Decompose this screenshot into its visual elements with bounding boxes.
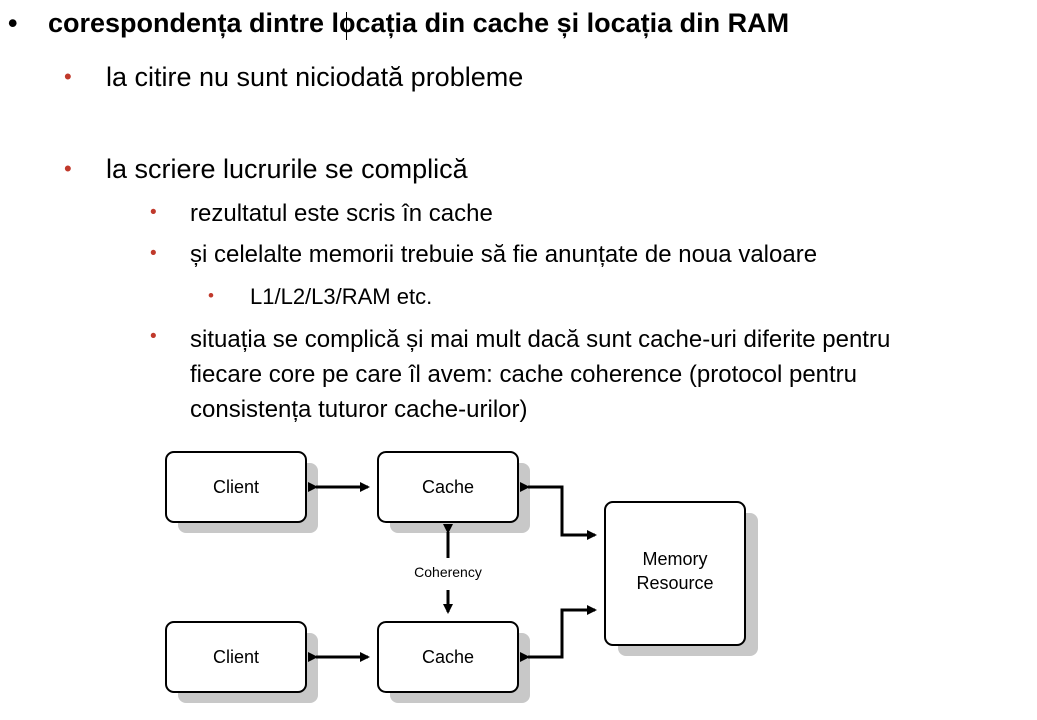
client-bottom-label: Client (213, 647, 259, 667)
bullet-dot: • (208, 286, 214, 305)
bullet-write-text: la scriere lucrurile se complică (106, 154, 468, 184)
situation-line-2: fiecare core pe care îl avem: cache cohe… (190, 361, 858, 388)
bullet-situation-marker: • (150, 324, 180, 354)
bullet-levels: • L1/L2/L3/RAM etc. (208, 284, 608, 312)
memory-label-line2: Resource (636, 573, 713, 593)
client-top-box: Client (165, 451, 307, 523)
bullet-dot: • (64, 64, 72, 89)
bullet-levels-text: L1/L2/L3/RAM etc. (250, 284, 433, 309)
bullet-notify: • și celelalte memorii trebuie să fie an… (150, 241, 1020, 271)
cache-bottom-memory-arrow (520, 605, 597, 662)
bullet-situation-text: situația se complică și mai mult dacă su… (190, 322, 890, 427)
situation-line-1: situația se complică și mai mult dacă su… (190, 326, 891, 353)
cache-bottom-label: Cache (422, 647, 474, 667)
client-top-label: Client (213, 477, 259, 497)
memory-label-line1: Memory (642, 549, 707, 569)
bullet-notify-text: și celelalte memorii trebuie să fie anun… (190, 241, 818, 268)
main-bullet: • corespondența dintre locația din cache… (8, 8, 1008, 42)
bullet-dot: • (150, 202, 157, 223)
bullet-dot: • (8, 8, 18, 38)
bullet-dot: • (150, 326, 157, 347)
main-bullet-text: corespondența dintre locația din cache ș… (48, 8, 790, 38)
coherency-label: Coherency (414, 564, 482, 580)
client-bottom-box: Client (165, 621, 307, 693)
bullet-read-text: la citire nu sunt niciodată probleme (106, 62, 524, 92)
cache-top-label: Cache (422, 477, 474, 497)
cache-bottom-box: Cache (377, 621, 519, 693)
bullet-dot: • (150, 243, 157, 264)
bullet-read: • la citire nu sunt niciodată probleme (64, 62, 964, 94)
bullet-result: • rezultatul este scris în cache (150, 200, 950, 230)
memory-resource-box: Memory Resource (604, 501, 746, 646)
cache-coherence-diagram: Client Cache Memory Resource Client Cach… (165, 451, 758, 703)
bullet-dot: • (64, 156, 72, 181)
cache-top-memory-arrow (520, 482, 597, 540)
cache-top-box: Cache (377, 451, 519, 523)
bullet-result-text: rezultatul este scris în cache (190, 200, 493, 227)
situation-line-3: consistența tuturor cache-urilor) (190, 396, 528, 423)
bullet-write: • la scriere lucrurile se complică (64, 154, 964, 186)
text-cursor (346, 12, 347, 40)
